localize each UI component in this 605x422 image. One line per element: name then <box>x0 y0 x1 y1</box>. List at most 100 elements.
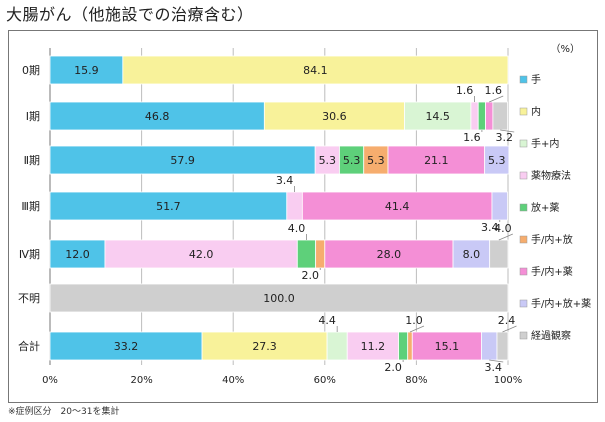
x-tick-label: 20% <box>130 375 152 386</box>
bar-segment <box>326 331 348 361</box>
bar-segment <box>324 239 454 269</box>
bar-segment <box>452 239 491 269</box>
footnote: ※症例区分 20～31を集計 <box>8 407 120 417</box>
legend-label: 経過観察 <box>531 329 571 342</box>
data-label: 1.6 <box>484 84 502 97</box>
bar-segment <box>314 145 340 175</box>
data-label: 5.3 <box>488 154 506 167</box>
bar-segment <box>481 331 498 361</box>
data-label: 41.4 <box>385 200 410 213</box>
data-label: 28.0 <box>377 248 402 261</box>
data-label: 51.7 <box>156 200 181 213</box>
data-label: 100.0 <box>263 292 295 305</box>
legend-label: 手/内+放+薬 <box>531 297 591 310</box>
legend-label: 放+薬 <box>531 201 559 214</box>
legend-swatch <box>519 75 528 84</box>
data-label: 5.3 <box>367 154 385 167</box>
bar-segment <box>407 331 413 361</box>
unit-label: （%） <box>550 43 580 55</box>
legend-swatch <box>519 331 528 340</box>
data-label: 57.9 <box>170 154 195 167</box>
legend-label: 薬物療法 <box>531 169 571 182</box>
data-label: 46.8 <box>145 110 170 123</box>
data-label: 3.4 <box>484 361 502 374</box>
bar-segment <box>485 101 494 131</box>
bar-segment <box>484 145 510 175</box>
bar-segment <box>496 331 509 361</box>
bar-segment <box>477 101 486 131</box>
data-label: 3.2 <box>495 131 513 144</box>
data-label: 4.0 <box>494 222 512 235</box>
x-tick-label: 60% <box>314 375 336 386</box>
callout-leader <box>489 359 504 363</box>
data-label: 12.0 <box>65 248 90 261</box>
legend-label: 内 <box>531 105 541 118</box>
bar-segment <box>286 191 303 221</box>
data-label: 15.9 <box>74 64 99 77</box>
bar-segment <box>470 101 479 131</box>
callout-leader <box>502 325 517 333</box>
data-label: 30.6 <box>322 110 347 123</box>
data-label: 4.0 <box>288 222 306 235</box>
bar-segment <box>49 101 265 131</box>
data-label: 3.4 <box>276 174 294 187</box>
bar-segment <box>201 331 328 361</box>
bar-segment <box>301 191 493 221</box>
data-label: 14.5 <box>425 110 450 123</box>
legend-swatch <box>519 139 528 148</box>
data-label: 1.6 <box>456 84 474 97</box>
category-label: 合計 <box>18 339 40 353</box>
bar-segment <box>491 191 508 221</box>
legend-swatch <box>519 171 528 180</box>
legend-swatch <box>519 299 528 308</box>
category-label: Ⅱ期 <box>24 154 40 167</box>
legend-swatch <box>519 107 528 116</box>
bar-segment <box>363 145 389 175</box>
bar-segment <box>49 283 509 313</box>
data-label: 11.2 <box>361 340 386 353</box>
callout-leader <box>498 233 513 241</box>
legend-swatch <box>519 235 528 244</box>
callout-leader <box>500 129 515 133</box>
bar-segment <box>404 101 472 131</box>
bar-segment <box>315 239 326 269</box>
bar-segment <box>411 331 482 361</box>
legend-label: 手/内+薬 <box>531 265 573 278</box>
x-tick-label: 40% <box>222 375 244 386</box>
data-label: 27.3 <box>252 340 277 353</box>
data-label: 2.0 <box>384 361 402 374</box>
x-tick-label: 100% <box>494 375 523 386</box>
data-label: 8.0 <box>463 248 481 261</box>
bar-segment <box>49 145 316 175</box>
chart-title: 大腸がん（他施設での治療含む） <box>6 5 254 24</box>
x-tick-label: 0% <box>42 375 58 386</box>
legend-swatch <box>519 267 528 276</box>
callout-leader <box>489 95 504 103</box>
legend-label: 手+内 <box>531 137 559 150</box>
bar-segment <box>398 331 409 361</box>
bar-segment <box>49 331 203 361</box>
legend-label: 手/内+放 <box>531 233 573 246</box>
data-label: 42.0 <box>189 248 214 261</box>
x-tick-label: 80% <box>405 375 427 386</box>
bar-segment <box>492 101 508 131</box>
bar-segment <box>296 239 317 269</box>
bar-segment <box>122 55 509 85</box>
category-label: Ⅰ期 <box>26 110 40 123</box>
data-label: 84.1 <box>303 64 328 77</box>
bar-segment <box>104 239 298 269</box>
category-label: 0期 <box>22 64 40 77</box>
legend-swatch <box>519 203 528 212</box>
data-label: 1.0 <box>405 314 423 327</box>
data-label: 1.6 <box>463 131 481 144</box>
category-label: 不明 <box>18 292 40 305</box>
bar-segment <box>49 239 106 269</box>
data-label: 15.1 <box>435 340 460 353</box>
bar-segment <box>489 239 509 269</box>
data-label: 33.2 <box>114 340 139 353</box>
category-label: Ⅳ期 <box>19 248 40 261</box>
data-label: 4.4 <box>318 314 336 327</box>
data-label: 3.4 <box>481 221 499 234</box>
data-label: 5.3 <box>343 154 361 167</box>
